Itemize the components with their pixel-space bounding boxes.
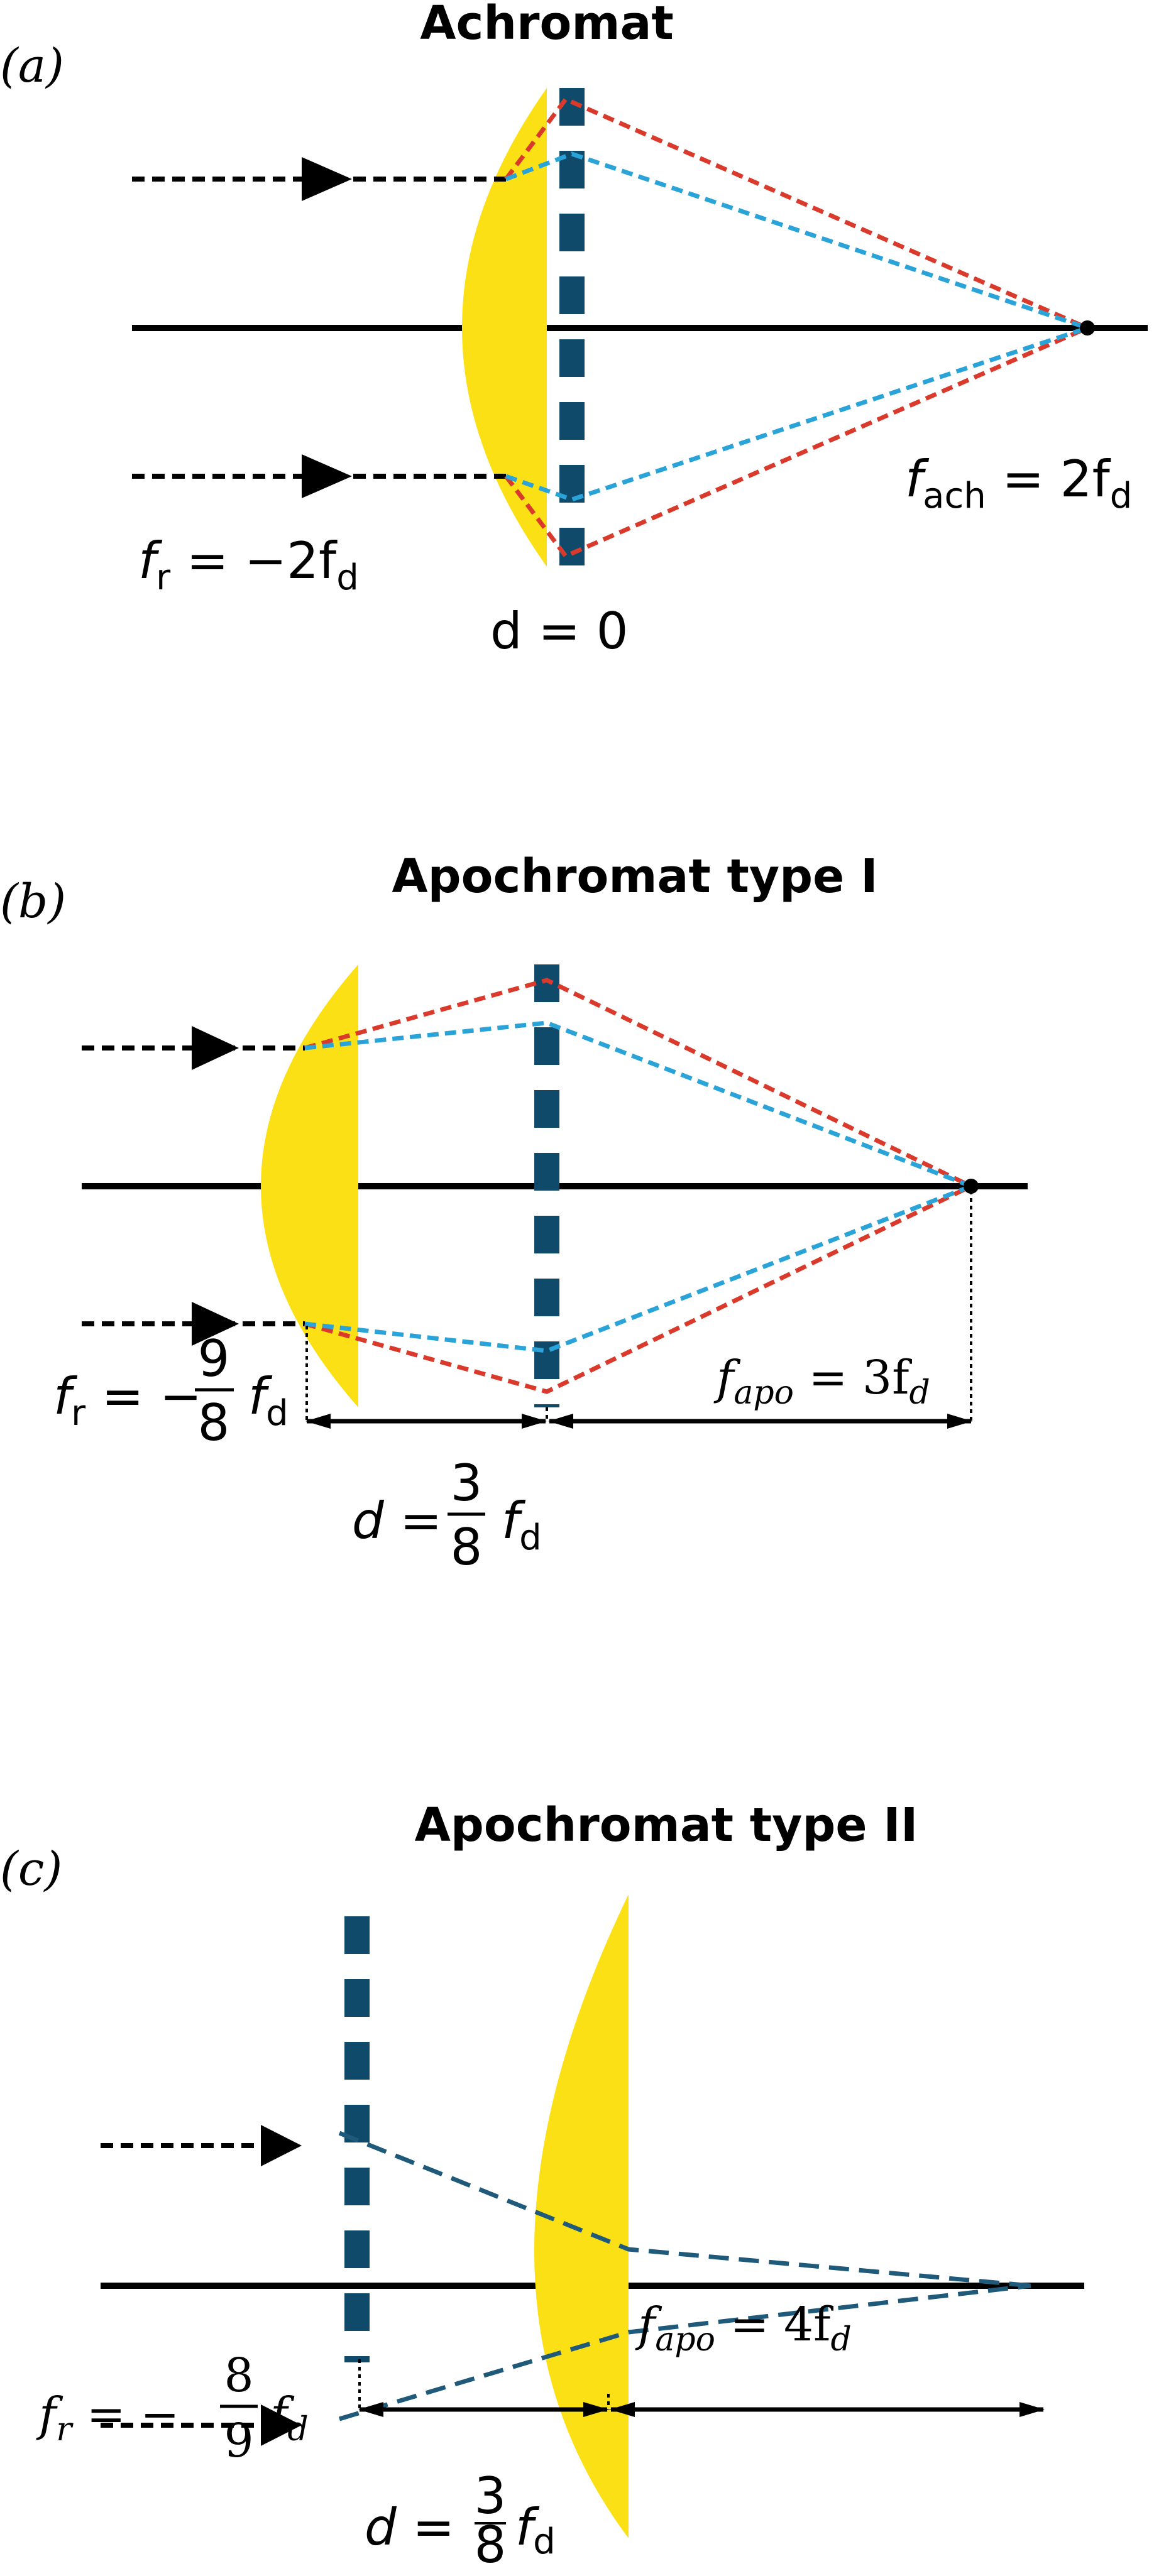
svg-text:fd: fd: [267, 2388, 309, 2448]
svg-text:d =: d =: [365, 2498, 454, 2557]
svg-text:8: 8: [224, 2349, 253, 2403]
blue-ray-top: [505, 151, 1089, 330]
focal-point: [1080, 320, 1095, 336]
svg-text:8: 8: [451, 1518, 483, 1576]
fr-label-a: fr = −2fd: [138, 532, 359, 598]
svg-text:9: 9: [198, 1329, 230, 1388]
dark-ray-top: [338, 2131, 1031, 2288]
d-label-a: d = 0: [490, 602, 629, 660]
panel-c: (c) Apochromat type II fr = − 8 9 fd d =…: [0, 1798, 1084, 2574]
panel-b: (b) Apochromat type I fr = − 9 8 fd: [0, 849, 1028, 1576]
f-label-b: fapo = 3fd: [713, 1351, 930, 1412]
svg-text:fr = −: fr = −: [36, 2388, 179, 2448]
svg-text:fd: fd: [248, 1367, 288, 1434]
focal-point: [964, 1179, 979, 1194]
blue-ray-bottom: [304, 1184, 972, 1353]
ray-arrow-icon: [302, 454, 352, 498]
ray-arrow-icon: [261, 2125, 302, 2166]
panel-c-letter: (c): [0, 1842, 62, 1896]
refractive-lens: [534, 1894, 629, 2538]
svg-text:8: 8: [198, 1394, 230, 1452]
red-ray-bottom: [504, 325, 1089, 559]
svg-text:9: 9: [224, 2414, 253, 2468]
svg-text:fr = −: fr = −: [53, 1367, 202, 1434]
panel-c-title: Apochromat type II: [415, 1798, 918, 1852]
ray-arrow-icon: [261, 2404, 302, 2446]
panel-a: (a) Achromat fr = −2fd d = 0 fach = 2fd: [0, 0, 1148, 660]
svg-text:8: 8: [475, 2516, 507, 2574]
dark-ray-bottom: [338, 2283, 1031, 2421]
fr-label-b: fr = − 9 8 fd: [53, 1329, 288, 1452]
ray-arrow-icon: [192, 1026, 239, 1070]
f-label-c: fapo = 4fd: [635, 2298, 852, 2359]
svg-text:3: 3: [451, 1454, 483, 1512]
d-label-c: d = 3 8 fd: [365, 2467, 556, 2574]
red-ray-top: [504, 96, 1089, 330]
panel-b-title: Apochromat type I: [392, 849, 877, 903]
svg-text:3: 3: [475, 2467, 507, 2525]
blue-ray-bottom: [505, 325, 1089, 502]
panel-b-letter: (b): [0, 875, 66, 929]
d-label-b: d = 3 8 fd: [352, 1454, 542, 1576]
red-ray-bottom: [304, 1184, 972, 1394]
red-ray-top: [304, 978, 972, 1189]
f-label-a: fach = 2fd: [905, 450, 1132, 516]
svg-text:fd: fd: [502, 1492, 542, 1558]
ray-arrow-icon: [192, 1302, 239, 1346]
svg-text:d =: d =: [352, 1492, 442, 1550]
blue-ray-top: [304, 1020, 972, 1189]
panel-a-letter: (a): [0, 39, 64, 93]
ray-arrow-icon: [302, 157, 352, 201]
refractive-lens: [462, 88, 547, 567]
panel-a-title: Achromat: [420, 0, 674, 50]
svg-text:fd: fd: [515, 2498, 556, 2562]
refractive-lens: [261, 964, 358, 1407]
